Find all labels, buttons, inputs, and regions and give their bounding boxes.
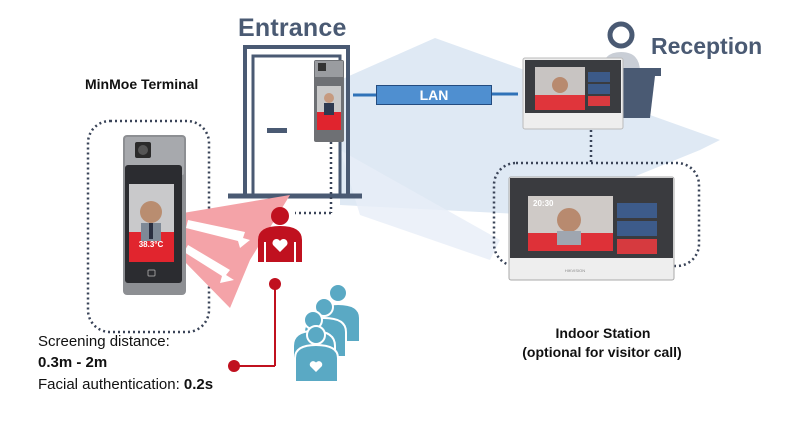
door-handle-icon [267,128,287,133]
screening-distance-label: Screening distance: [38,333,170,350]
heart-icon [309,361,323,372]
door-terminal-device [314,60,344,142]
indoor-station-subtitle: (optional for visitor call) [522,344,682,360]
terminal-frame [86,119,211,334]
visitor-queue-icon [292,283,361,383]
facial-authentication-line: Facial authentication: 0.2s [38,376,213,393]
terminal-temperature-text: 38.3°C [139,240,164,249]
network-coverage-zone-lower [340,150,500,260]
lan-label: LAN [376,85,492,105]
result-connector [228,278,281,372]
indoor-station-title: Indoor Station [555,325,651,341]
indoor-brand-text: HIKVISION [565,268,585,273]
entrance-title: Entrance [238,14,347,42]
screening-distance-value: 0.3m - 2m [38,354,108,371]
reception-indoor-station [522,57,624,130]
minmoe-terminal-device: 38.3°C [123,135,186,295]
facial-authentication-value: 0.2s [183,376,214,393]
scan-beam [183,195,290,308]
facial-authentication-label: Facial authentication: [38,376,184,393]
scan-arrows [184,220,250,283]
indoor-station-device: 20:30 HIKVISION [508,176,675,281]
terminal-title: MinMoe Terminal [85,76,199,92]
heart-icon [272,238,288,252]
indoor-time-text: 20:30 [533,199,554,208]
screened-person-icon [258,207,302,262]
reception-title: Reception [651,33,763,59]
indoor-station-frame [492,161,701,268]
